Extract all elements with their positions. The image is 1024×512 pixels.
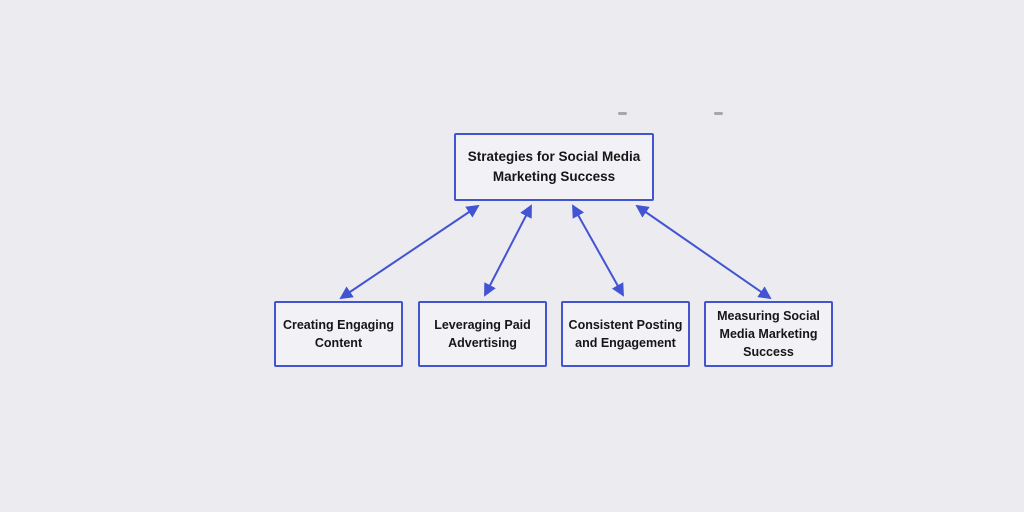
artifact-dash (618, 112, 627, 115)
artifact-dash (714, 112, 723, 115)
node-label: Leveraging Paid Advertising (434, 317, 531, 350)
node-label: Measuring Social Media Marketing Success (717, 308, 820, 360)
connector-root-to-measuring-social-media-marketing-success (635, 204, 772, 300)
node-root: Strategies for Social Media Marketing Su… (454, 133, 654, 201)
node-creating-engaging-content: Creating Engaging Content (274, 301, 403, 367)
node-label: Consistent Posting and Engagement (568, 317, 683, 350)
node-consistent-posting-and-engagement: Consistent Posting and Engagement (561, 301, 690, 367)
connector-root-to-leveraging-paid-advertising (484, 204, 532, 297)
node-label: Creating Engaging Content (282, 317, 395, 350)
node-leveraging-paid-advertising: Leveraging Paid Advertising (418, 301, 547, 367)
connector-root-to-consistent-posting-and-engagement (572, 204, 624, 297)
node-root-label: Strategies for Social Media Marketing Su… (467, 148, 641, 184)
connector-root-to-creating-engaging-content (339, 204, 480, 300)
node-measuring-social-media-marketing-success: Measuring Social Media Marketing Success (704, 301, 833, 367)
